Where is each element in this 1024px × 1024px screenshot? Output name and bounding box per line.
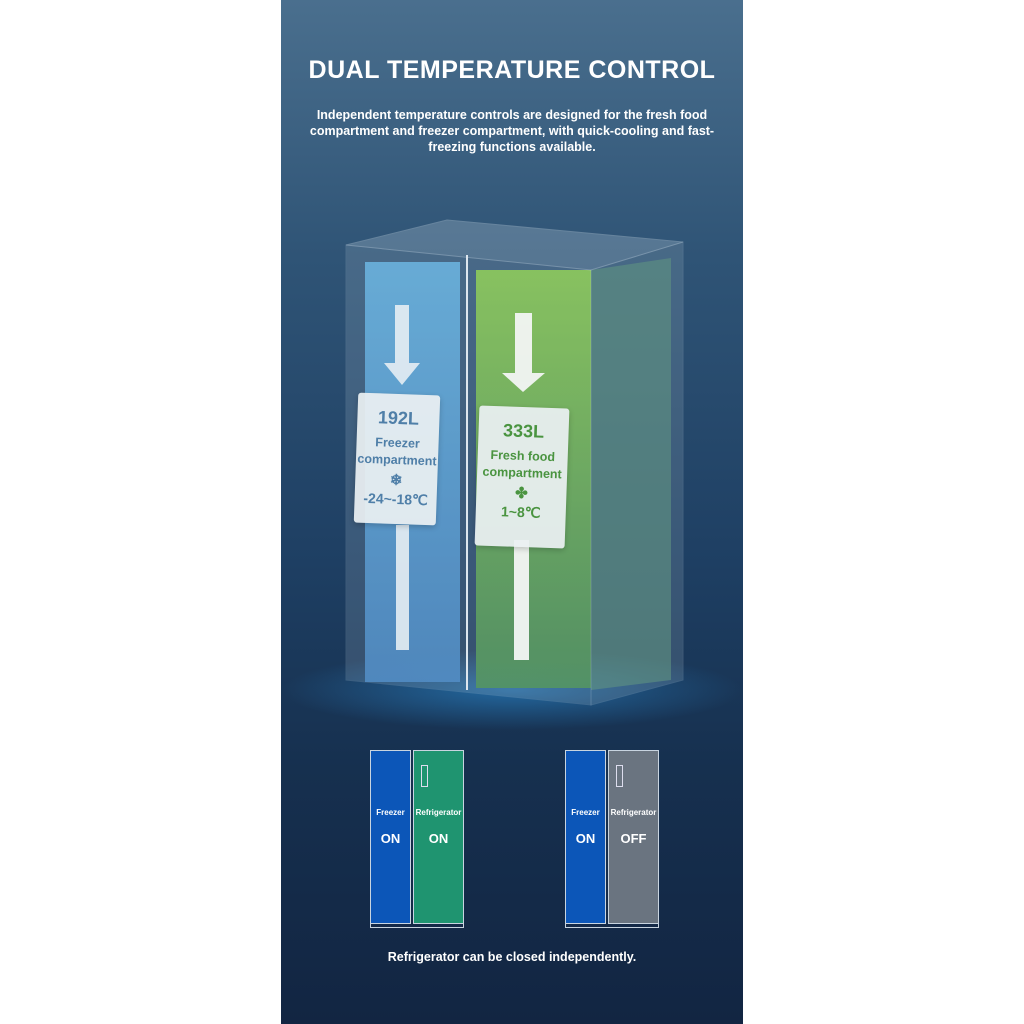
- fridge-base: [565, 924, 659, 928]
- freezer-door: Freezer ON: [565, 750, 606, 924]
- freezer-temp: -24~-18℃: [363, 489, 429, 509]
- fridge-base: [370, 924, 464, 928]
- handle-icon: [616, 765, 623, 787]
- door-label: Refrigerator: [415, 808, 462, 817]
- fresh-food-card: 333L Fresh food compartment ✤ 1~8℃: [474, 405, 570, 549]
- freezer-volume: 192L: [377, 407, 420, 429]
- freezer-name: Freezer compartment: [357, 435, 437, 469]
- fridge-mode-refrigerator-off: Freezer ON Refrigerator OFF: [565, 750, 659, 928]
- door-label: Freezer: [571, 808, 600, 817]
- down-arrow-icon: [502, 313, 545, 660]
- fresh-name: Fresh food compartment: [482, 447, 562, 482]
- door-state: ON: [380, 831, 401, 846]
- subtitle: Independent temperature controls are des…: [309, 108, 715, 154]
- fan-icon: ✤: [514, 484, 528, 503]
- page-title: DUAL TEMPERATURE CONTROL: [308, 56, 716, 84]
- caption: Refrigerator can be closed independently…: [387, 950, 637, 964]
- freezer-door: Freezer ON: [370, 750, 411, 924]
- fridge-mode-both-on: Freezer ON Refrigerator ON: [370, 750, 464, 928]
- door-state: ON: [575, 831, 596, 846]
- door-state: OFF: [620, 831, 647, 846]
- down-arrow-icon: [384, 305, 420, 650]
- refrigerator-door: Refrigerator OFF: [608, 750, 659, 924]
- product-banner: DUAL TEMPERATURE CONTROL Independent tem…: [281, 0, 743, 1024]
- freezer-card: 192L Freezer compartment ❄ -24~-18℃: [353, 392, 441, 526]
- fresh-temp: 1~8℃: [500, 503, 541, 521]
- door-label: Freezer: [376, 808, 405, 817]
- refrigerator-door: Refrigerator ON: [413, 750, 464, 924]
- snowflake-icon: ❄: [389, 471, 403, 490]
- door-label: Refrigerator: [610, 808, 657, 817]
- door-state: ON: [428, 831, 449, 846]
- handle-icon: [421, 765, 428, 787]
- fresh-volume: 333L: [502, 420, 545, 442]
